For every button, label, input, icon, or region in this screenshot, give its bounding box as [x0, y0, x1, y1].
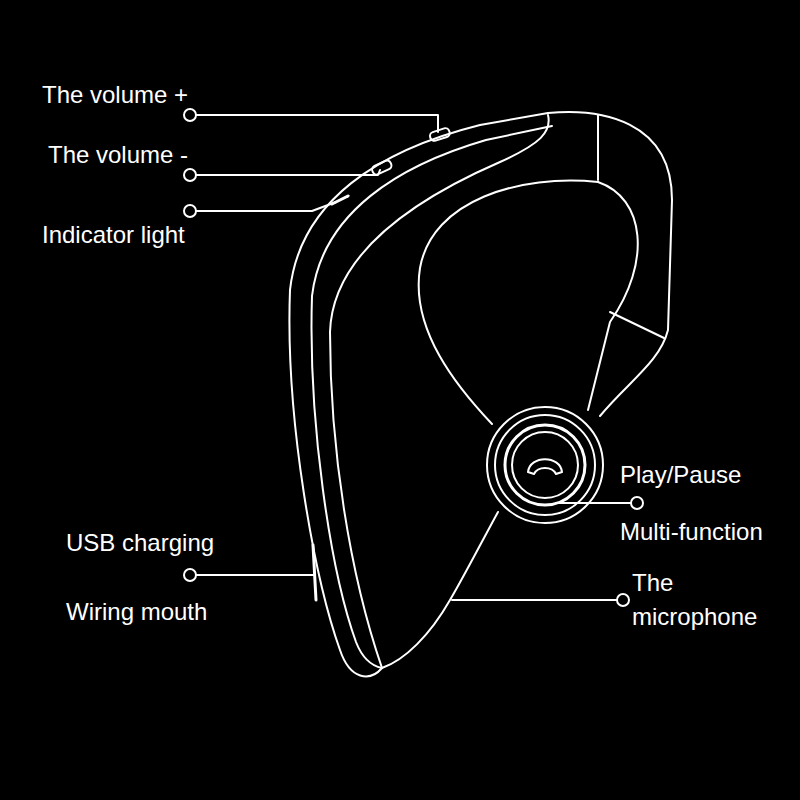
usb-port: [313, 545, 316, 600]
volume-down-button: [371, 159, 393, 176]
body-bottom: [382, 512, 498, 668]
part-label: Play/Pause: [620, 460, 741, 490]
hook-outline: [548, 112, 672, 416]
hook-seam: [597, 115, 599, 180]
speaker-ring: [495, 415, 595, 515]
part-label: Multi-function: [620, 517, 763, 547]
leader-dots: [184, 109, 643, 606]
part-label: Indicator light: [42, 220, 185, 250]
part-label: The volume +: [42, 80, 188, 110]
button-ring: [505, 425, 585, 505]
speaker-ring: [487, 407, 603, 523]
body-inner-edge: [330, 115, 549, 668]
phone-icon: [528, 459, 562, 474]
leader-lines: [196, 115, 631, 600]
button-ring: [512, 432, 578, 498]
hook-inner: [419, 181, 598, 424]
part-label: USB charging: [66, 528, 214, 558]
part-label: Wiring mouth: [66, 597, 207, 627]
body-outline: [289, 113, 548, 676]
hook-seam: [610, 312, 664, 338]
hook-inner: [588, 182, 638, 410]
part-label: The microphone: [632, 566, 782, 634]
part-label: The volume -: [48, 140, 188, 170]
volume-up-button: [429, 127, 451, 142]
body-edge: [312, 126, 552, 668]
